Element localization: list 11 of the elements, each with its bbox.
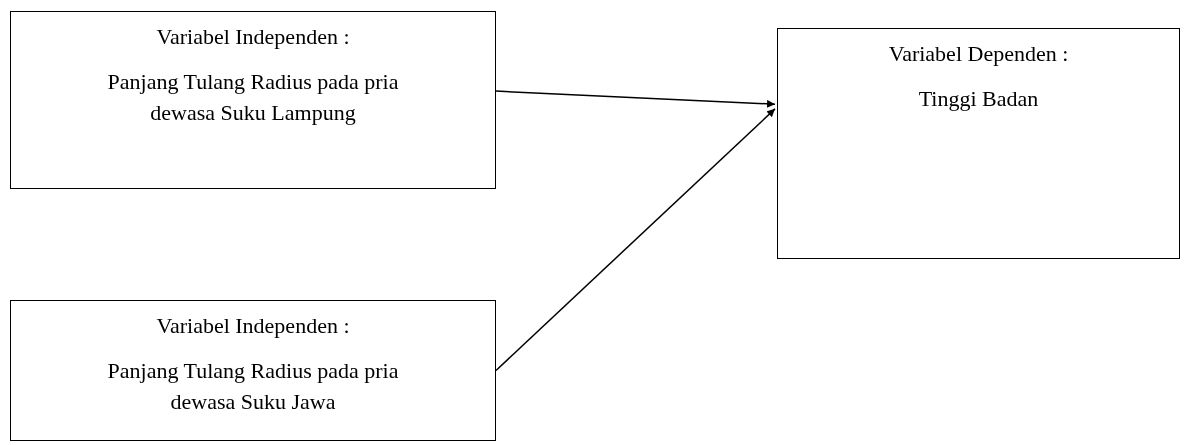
arrow <box>495 90 776 108</box>
box-text: Tinggi Badan <box>917 84 1040 113</box>
box-text: Panjang Tulang Radius pada pria dewasa Suku Lampung <box>106 67 400 127</box>
box-heading: Variabel Independen : <box>155 23 351 51</box>
box-text: Panjang Tulang Radius pada pria dewasa Suku Jawa <box>106 356 400 416</box>
variable-box <box>777 28 1180 259</box>
arrow <box>495 108 776 372</box>
box-heading: Variabel Independen : <box>155 312 351 340</box>
variable-box <box>10 11 496 189</box>
variable-box <box>10 300 496 441</box>
box-heading: Variabel Dependen : <box>887 40 1070 68</box>
